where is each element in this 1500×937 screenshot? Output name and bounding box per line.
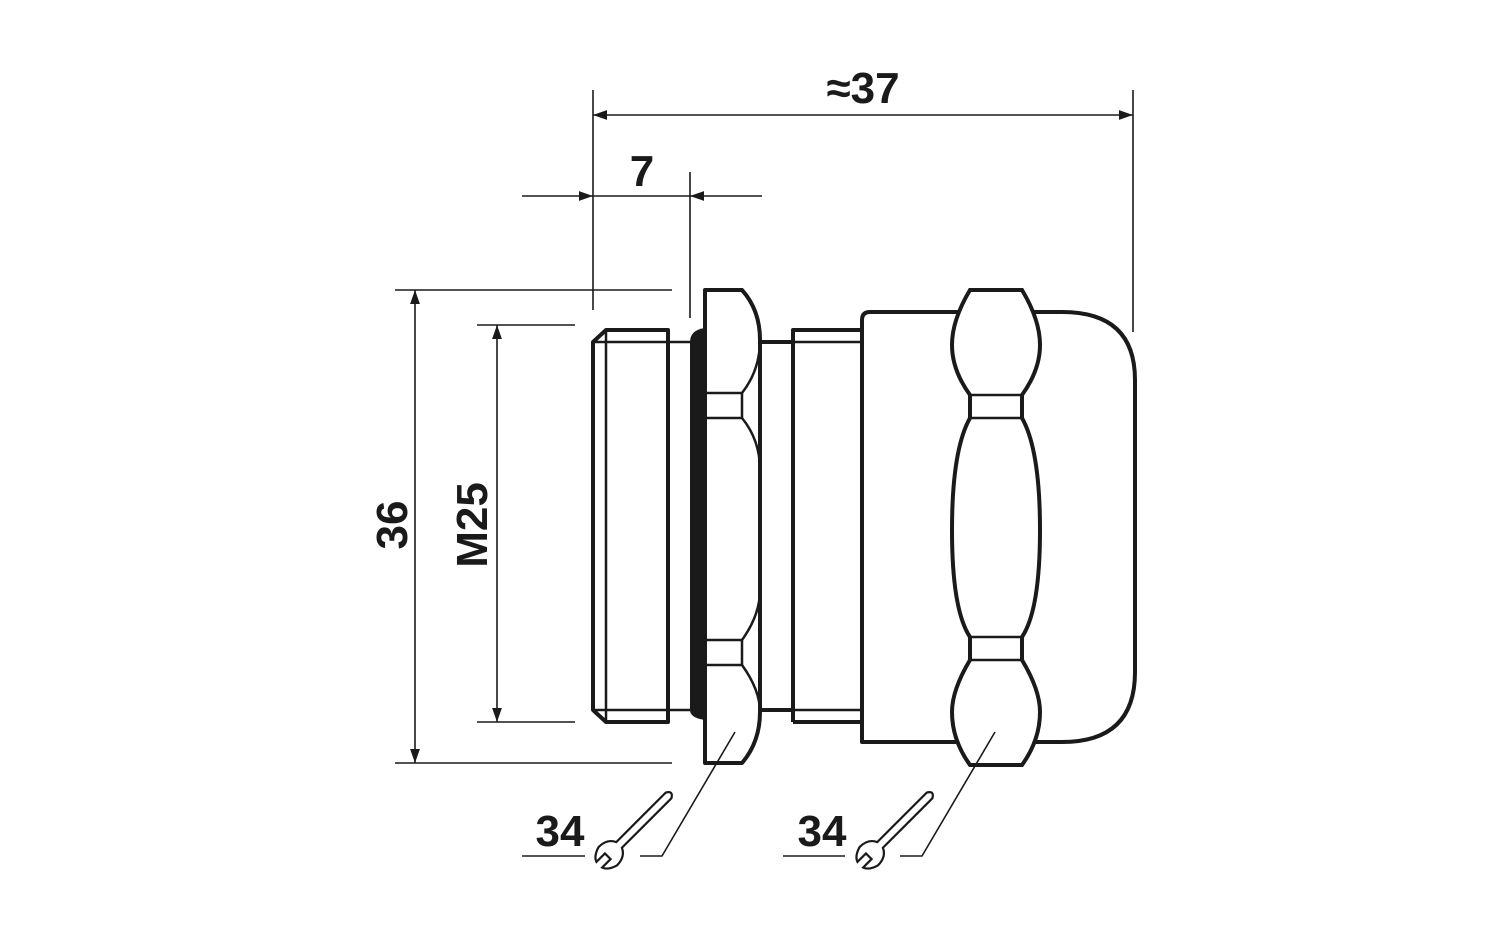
- dimension-thread-length: 7: [522, 147, 762, 318]
- wrench-callout-left: 34: [522, 731, 736, 870]
- locknut: [703, 288, 762, 765]
- wrench-size-right-label: 34: [798, 807, 847, 856]
- body-neck: [760, 328, 862, 724]
- dimension-height: 36: [368, 289, 672, 764]
- thread-length-label: 7: [630, 147, 654, 196]
- overall-length-label: ≈37: [826, 64, 899, 113]
- height-label: 36: [368, 501, 417, 550]
- wrench-callout-right: 34: [783, 731, 996, 870]
- wrench-size-left-label: 34: [536, 807, 585, 856]
- thread-section: [591, 328, 690, 724]
- gland-body: [860, 310, 1137, 744]
- wrench-icon: [594, 791, 673, 870]
- seal: [690, 328, 705, 720]
- dimension-thread-size: M25: [448, 324, 575, 723]
- wrench-icon: [855, 791, 934, 870]
- dimension-overall-length: ≈37: [592, 64, 1134, 332]
- cap-nut: [949, 288, 1043, 767]
- thread-size-label: M25: [448, 482, 497, 568]
